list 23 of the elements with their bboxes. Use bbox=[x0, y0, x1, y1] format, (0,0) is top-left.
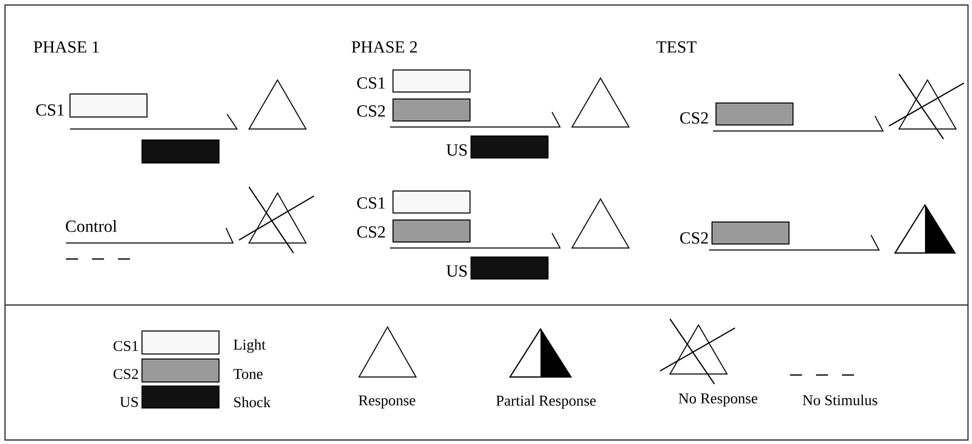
stimulus-label: CS2 bbox=[357, 105, 385, 117]
stimulus-label: CS2 bbox=[680, 112, 708, 124]
stimulus-label: CS1 bbox=[357, 77, 385, 89]
legend-text: No Stimulus bbox=[802, 394, 878, 406]
stimulus-label: CS1 bbox=[357, 197, 385, 209]
phase-heading: PHASE 1 bbox=[34, 41, 99, 53]
stimulus-label: US bbox=[446, 265, 467, 277]
legend-text: Shock bbox=[234, 396, 271, 408]
stimulus-label: CS2 bbox=[680, 232, 708, 244]
legend-text: No Response bbox=[678, 394, 758, 406]
stimulus-label: CS2 bbox=[114, 368, 138, 380]
legend-text: Light bbox=[234, 339, 266, 353]
legend-text: Response bbox=[358, 395, 416, 408]
legend-text: Partial Response bbox=[496, 395, 596, 409]
stimulus-label: US bbox=[120, 396, 138, 408]
phase-heading: TEST bbox=[656, 41, 697, 53]
stimulus-label: Control bbox=[66, 220, 117, 232]
stimulus-label: CS1 bbox=[36, 104, 64, 116]
phase-heading: PHASE 2 bbox=[352, 41, 417, 53]
stimulus-label: CS2 bbox=[357, 226, 385, 238]
stimulus-label: CS1 bbox=[114, 340, 138, 352]
stimulus-label: US bbox=[446, 144, 467, 156]
legend-text: Tone bbox=[233, 369, 262, 379]
